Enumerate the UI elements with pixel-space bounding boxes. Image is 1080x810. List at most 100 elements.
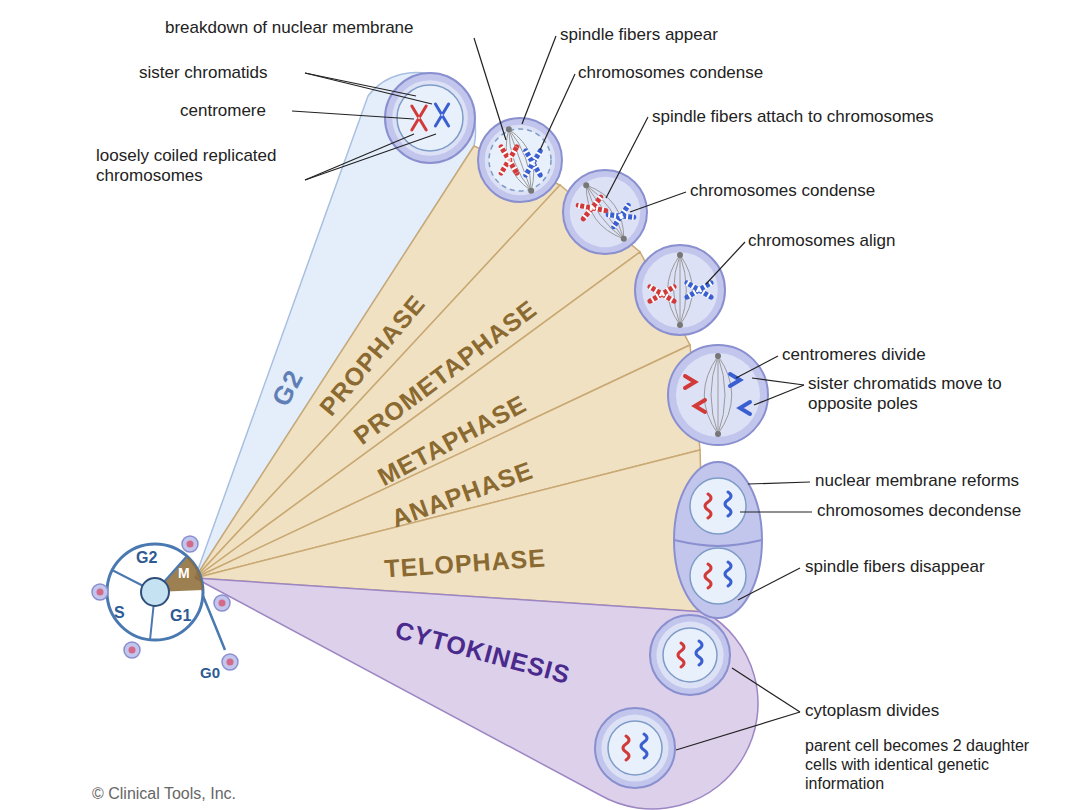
callout-label: spindle fibers disappear <box>805 557 985 577</box>
chromosome <box>687 283 711 297</box>
callout-label: loosely coiled replicated chromosomes <box>96 146 296 187</box>
sister-chromatid <box>578 197 605 219</box>
leader-line <box>738 568 800 600</box>
leader-line <box>736 356 778 378</box>
decondensed-chromosome <box>725 492 731 516</box>
chromatid <box>685 376 695 388</box>
spindle-fiber <box>680 255 686 325</box>
cycle-phase: G0 <box>200 664 220 682</box>
cytoplasm <box>570 177 641 248</box>
leader-line <box>732 668 800 712</box>
decondensed-chromosome <box>696 641 702 665</box>
spindle-pole <box>528 188 534 194</box>
leader-line <box>474 38 506 140</box>
cell-membrane <box>635 245 725 335</box>
mini-cell <box>92 584 108 600</box>
spindle-fiber <box>680 255 692 325</box>
copyright-notice: © Clinical Tools, Inc. <box>92 784 236 803</box>
chromosome <box>412 106 426 130</box>
callout-label: spindle fibers attach to chromosomes <box>652 107 934 127</box>
cells <box>92 73 768 788</box>
cycle-phase: G2 <box>136 548 157 567</box>
spindle-fiber <box>718 356 725 434</box>
sister-chromatid <box>501 147 517 173</box>
callout-label: cytoplasm divides <box>805 701 939 721</box>
decondensed-chromosome <box>641 734 647 758</box>
callout-label: centromeres divide <box>782 345 926 365</box>
mini-nucleus <box>227 659 234 666</box>
spindle-pole <box>715 431 721 437</box>
sister-chromatid <box>501 147 517 173</box>
spindle-pole <box>506 126 512 132</box>
spindle-fiber <box>718 356 732 434</box>
chromosome-band <box>501 147 517 173</box>
callout-label: centromere <box>180 101 266 121</box>
decondensed-chromosome <box>705 564 711 588</box>
callout-label: chromosomes align <box>748 231 895 251</box>
chromosome <box>578 197 605 219</box>
leader-line <box>606 117 648 198</box>
chromatid <box>730 374 740 386</box>
sister-chromatid <box>412 106 426 130</box>
leader-line <box>752 378 804 385</box>
callout-label: breakdown of nuclear membrane <box>165 18 414 38</box>
leader-line <box>630 192 686 212</box>
chromosome-band <box>608 205 634 226</box>
chromosome <box>435 104 448 126</box>
callout-label: sister chromatids <box>139 63 267 83</box>
chromosome <box>650 287 674 301</box>
decondensed-chromosome <box>725 562 731 586</box>
callout-label: chromosomes decondense <box>817 501 1021 521</box>
spindle-pole <box>621 236 627 242</box>
nucleus <box>608 721 662 775</box>
mini-nucleus <box>187 541 194 548</box>
cycle-hub <box>141 578 169 606</box>
centromere-dot <box>618 213 624 219</box>
cytoplasm <box>601 714 668 781</box>
sister-chromatid <box>687 283 711 297</box>
sister-chromatid <box>526 151 540 175</box>
chromosome-band <box>578 197 605 219</box>
chromosome-band <box>526 151 540 175</box>
callout-label: sister chromatids move to opposite poles <box>808 374 1038 415</box>
sister-chromatid <box>526 151 540 175</box>
chromosome-band <box>526 151 540 175</box>
cycle-ring <box>107 544 203 640</box>
sister-chromatid <box>435 104 448 126</box>
leader-lines <box>292 36 812 750</box>
decondensed-chromosome <box>678 643 684 667</box>
spindle-fiber <box>718 356 719 434</box>
decondensed-chromosome <box>623 736 629 760</box>
sister-chromatid <box>608 205 634 226</box>
spindle-fiber <box>680 255 681 325</box>
chromosome-band <box>687 283 711 297</box>
chromosome-band <box>650 287 674 301</box>
cell-membrane <box>595 708 675 788</box>
callout-label: chromosomes condense <box>578 63 763 83</box>
sister-chromatid <box>412 106 426 130</box>
cell-membrane <box>563 170 647 254</box>
leader-line <box>305 134 414 180</box>
nucleus <box>663 628 717 682</box>
sister-chromatid <box>650 287 674 301</box>
cycle-phase: S <box>114 603 125 622</box>
mini-cell <box>182 536 198 552</box>
callout-note: parent cell becomes 2 daughter cells wit… <box>805 736 1055 794</box>
centromere-dot <box>441 114 444 117</box>
leader-line <box>540 74 575 150</box>
cytokinesis-wedge <box>195 578 758 809</box>
chromosome-band <box>501 147 517 173</box>
centromere-dot <box>697 288 702 293</box>
cycle-phase: M <box>178 565 190 582</box>
spindle-fiber <box>711 356 718 434</box>
spindle-pole <box>677 252 683 258</box>
sister-chromatid <box>687 283 711 297</box>
sister-chromatid <box>608 205 634 226</box>
phase-wedges <box>195 73 758 809</box>
mini-nucleus <box>129 647 136 654</box>
callout-label: spindle fibers appear <box>560 25 718 45</box>
centromere-dot <box>418 117 421 120</box>
callout-label: nuclear membrane reforms <box>815 471 1019 491</box>
sister-chromatid <box>435 104 448 126</box>
chromosome-band <box>578 197 605 219</box>
